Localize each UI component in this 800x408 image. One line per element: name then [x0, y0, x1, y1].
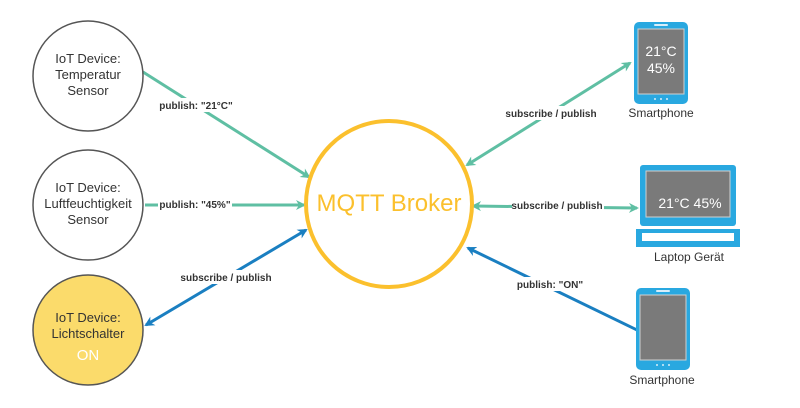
screen-humidity: 45%	[647, 60, 675, 76]
edge-broker-smartphone-1: subscribe / publish	[465, 61, 632, 167]
device-type: Temperatur	[55, 67, 121, 82]
edge-label: subscribe / publish	[180, 273, 271, 284]
client-label: Laptop Gerät	[654, 250, 725, 264]
device-title: IoT Device:	[55, 310, 121, 325]
device-light-switch[interactable]: IoT Device: Lichtschalter ON	[32, 274, 144, 386]
client-laptop[interactable]: 21°C 45% Laptop Gerät	[636, 165, 740, 264]
device-kind: Sensor	[67, 212, 109, 227]
client-smartphone-2[interactable]: Smartphone	[629, 288, 695, 387]
smartphone-icon	[634, 22, 688, 104]
screen-readings: 21°C 45%	[658, 195, 721, 211]
device-title: IoT Device:	[55, 180, 121, 195]
edge-temperature-to-broker: publish: "21°C"	[142, 70, 311, 179]
edge-broker-laptop: subscribe / publish	[471, 199, 639, 213]
device-kind: Sensor	[67, 83, 109, 98]
laptop-icon	[636, 165, 740, 247]
switch-state: ON	[77, 347, 100, 364]
edge-smartphone-2-to-broker: publish: "ON"	[466, 246, 638, 332]
edge-label: publish: "ON"	[517, 280, 583, 291]
screen-temperature: 21°C	[645, 43, 676, 59]
smartphone-icon	[636, 288, 690, 370]
edge-label: publish: "21°C"	[159, 101, 233, 112]
edge-label: publish: "45%"	[159, 200, 230, 211]
client-label: Smartphone	[629, 373, 695, 387]
edge-label: subscribe / publish	[505, 109, 596, 120]
device-type: Lichtschalter	[52, 326, 126, 341]
device-title: IoT Device:	[55, 51, 121, 66]
broker-label: MQTT Broker	[317, 190, 462, 217]
device-temperature-sensor[interactable]: IoT Device: Temperatur Sensor	[32, 20, 144, 132]
device-humidity-sensor[interactable]: IoT Device: Luftfeuchtigkeit Sensor	[32, 149, 144, 261]
device-type: Luftfeuchtigkeit	[44, 196, 132, 211]
edge-broker-switch: subscribe / publish	[144, 228, 308, 327]
client-label: Smartphone	[628, 106, 694, 120]
edge-humidity-to-broker: publish: "45%"	[145, 198, 306, 212]
mqtt-broker[interactable]: MQTT Broker	[304, 119, 474, 289]
edge-label: subscribe / publish	[511, 201, 602, 212]
client-smartphone-1[interactable]: 21°C 45% Smartphone	[628, 22, 694, 120]
